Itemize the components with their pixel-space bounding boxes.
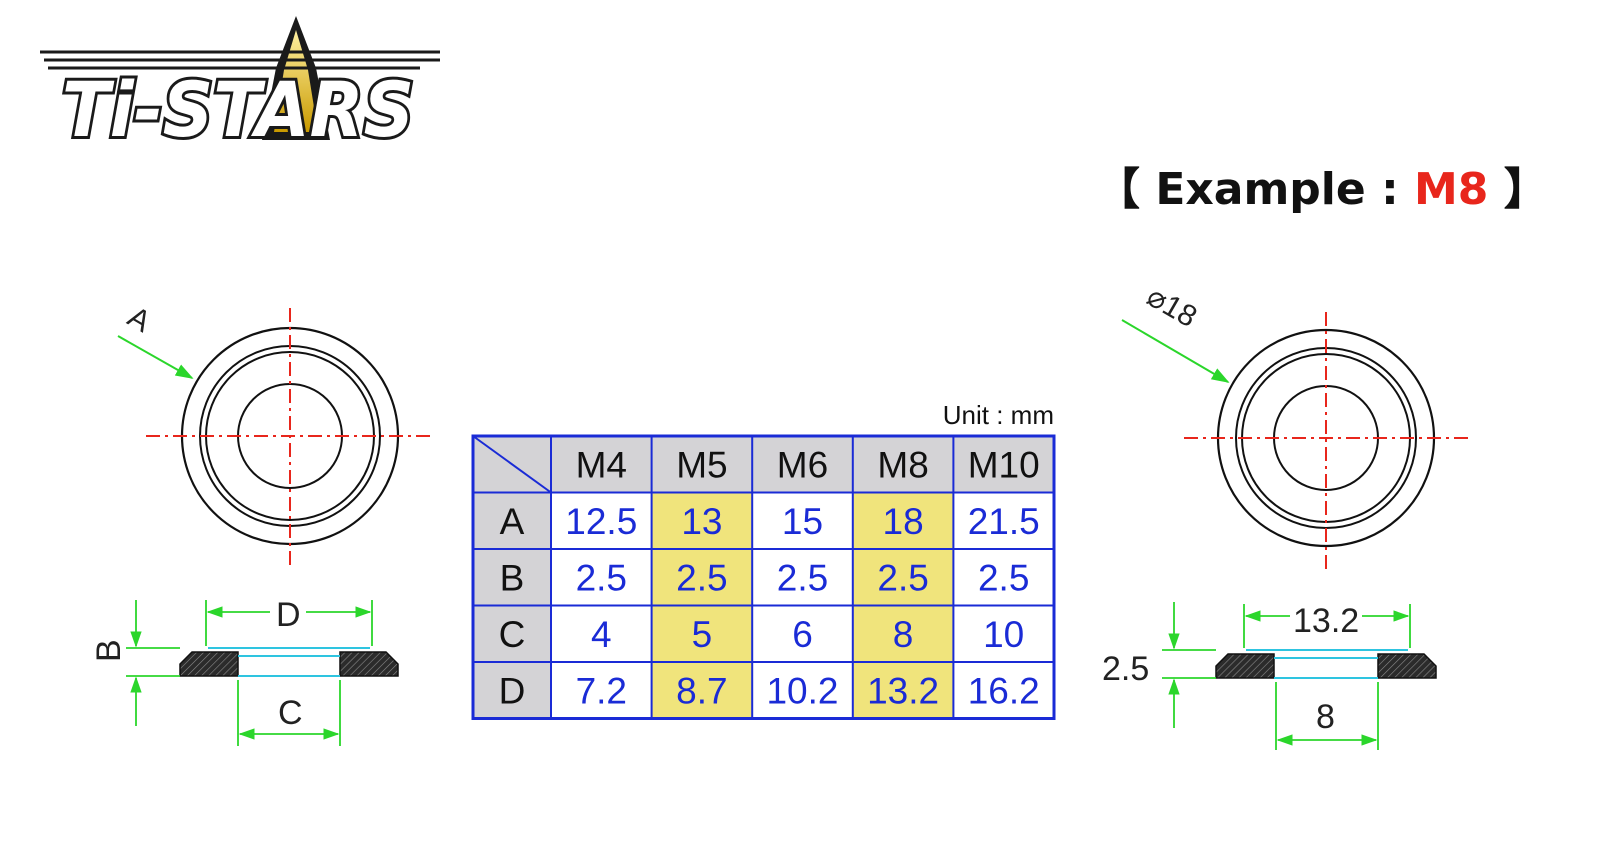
- table-cell-value: 5: [692, 614, 713, 655]
- bracket-open: 【: [1096, 164, 1140, 215]
- example-value: M8: [1414, 164, 1488, 215]
- label-a: A: [122, 300, 156, 339]
- table-cell: [651, 662, 753, 719]
- table-cell: [953, 492, 1054, 549]
- table-cell: [551, 549, 652, 606]
- label-d: D: [276, 596, 301, 634]
- centerlines: [146, 308, 432, 568]
- table-row-label: D: [499, 670, 526, 711]
- right-side-view: 13.2 8 2.5: [1102, 602, 1437, 750]
- table-cell-value: 15: [782, 501, 823, 542]
- label-bore-dim: 8: [1316, 698, 1335, 736]
- example-label: Example: [1155, 164, 1365, 215]
- table-cell-value: 2.5: [676, 557, 727, 598]
- table-cell: [551, 662, 652, 719]
- table-cell-value: 8: [893, 614, 914, 655]
- table-cell-value: 10.2: [766, 670, 838, 711]
- table-cell-value: 6: [792, 614, 813, 655]
- left-side-view: D C B: [90, 596, 399, 746]
- table-cell-value: 13: [681, 501, 722, 542]
- bracket-close: 】: [1504, 164, 1548, 215]
- label-thickness: 2.5: [1102, 650, 1149, 688]
- table-row-label-cell: [473, 662, 551, 719]
- table-cell: [752, 492, 853, 549]
- table-header-cell: [852, 436, 954, 493]
- table-cell: [551, 492, 652, 549]
- logo-swoosh-lines: [40, 50, 440, 70]
- table-cell-value: 2.5: [576, 557, 627, 598]
- example-title: 【 Example : M8 】: [1096, 164, 1548, 215]
- table-cell-value: 2.5: [777, 557, 828, 598]
- table-cell: [551, 605, 652, 662]
- table-cell: [651, 492, 753, 549]
- table-cell: [651, 549, 753, 606]
- table-cell: [752, 662, 853, 719]
- table-row-label-cell: [473, 549, 551, 606]
- table-cell-value: 2.5: [877, 557, 928, 598]
- table-row-label: C: [499, 614, 526, 655]
- table-row-label-cell: [473, 492, 551, 549]
- label-outer-dim: 13.2: [1293, 602, 1359, 640]
- table-cell: [953, 662, 1054, 719]
- dimension-arrow-a: [117, 335, 194, 379]
- table-cell: [752, 549, 853, 606]
- table-cell: [651, 605, 753, 662]
- table-cell-value: 2.5: [978, 557, 1029, 598]
- logo-text: Ti-STARS: [62, 65, 414, 154]
- table-cell: [752, 605, 853, 662]
- table-header-label: M5: [676, 444, 727, 485]
- table-cell-value: 7.2: [576, 670, 627, 711]
- table-cell: [852, 549, 954, 606]
- example-colon: :: [1381, 164, 1399, 215]
- table-cell-value: 10: [983, 614, 1024, 655]
- table-cell-value: 18: [883, 501, 924, 542]
- table-cell: [852, 662, 954, 719]
- unit-label: Unit : mm: [943, 400, 1054, 430]
- table-cell-value: 8.7: [676, 670, 727, 711]
- table-cell-value: 16.2: [968, 670, 1040, 711]
- table-header-cell: [551, 436, 652, 493]
- label-c: C: [278, 694, 303, 732]
- table-row-label: A: [500, 501, 525, 542]
- table-header-label: M4: [576, 444, 627, 485]
- table-header-cell: [752, 436, 853, 493]
- right-top-view: ⌀18: [1121, 280, 1468, 574]
- table-header-label: M8: [877, 444, 928, 485]
- table-header-cell: [651, 436, 753, 493]
- table-row-label-cell: [473, 605, 551, 662]
- brand-logo: Ti-STARS: [40, 16, 440, 157]
- label-b: B: [90, 639, 128, 662]
- table-cell: [953, 549, 1054, 606]
- table-grid: [471, 434, 1056, 720]
- dimension-arrow-diameter: [1121, 319, 1230, 383]
- table-header-label: M10: [968, 444, 1040, 485]
- table-cell: [852, 605, 954, 662]
- label-diameter: ⌀18: [1141, 280, 1202, 334]
- table-cell: [852, 492, 954, 549]
- table-cell: [953, 605, 1054, 662]
- table-cell-value: 13.2: [867, 670, 939, 711]
- table-cell-value: 4: [591, 614, 612, 655]
- table-cell-value: 12.5: [565, 501, 637, 542]
- left-top-view: A: [117, 300, 432, 568]
- table-row-label: B: [500, 557, 525, 598]
- table-header-label: M6: [777, 444, 828, 485]
- table-cell-value: 21.5: [968, 501, 1040, 542]
- table-header-cell: [953, 436, 1054, 493]
